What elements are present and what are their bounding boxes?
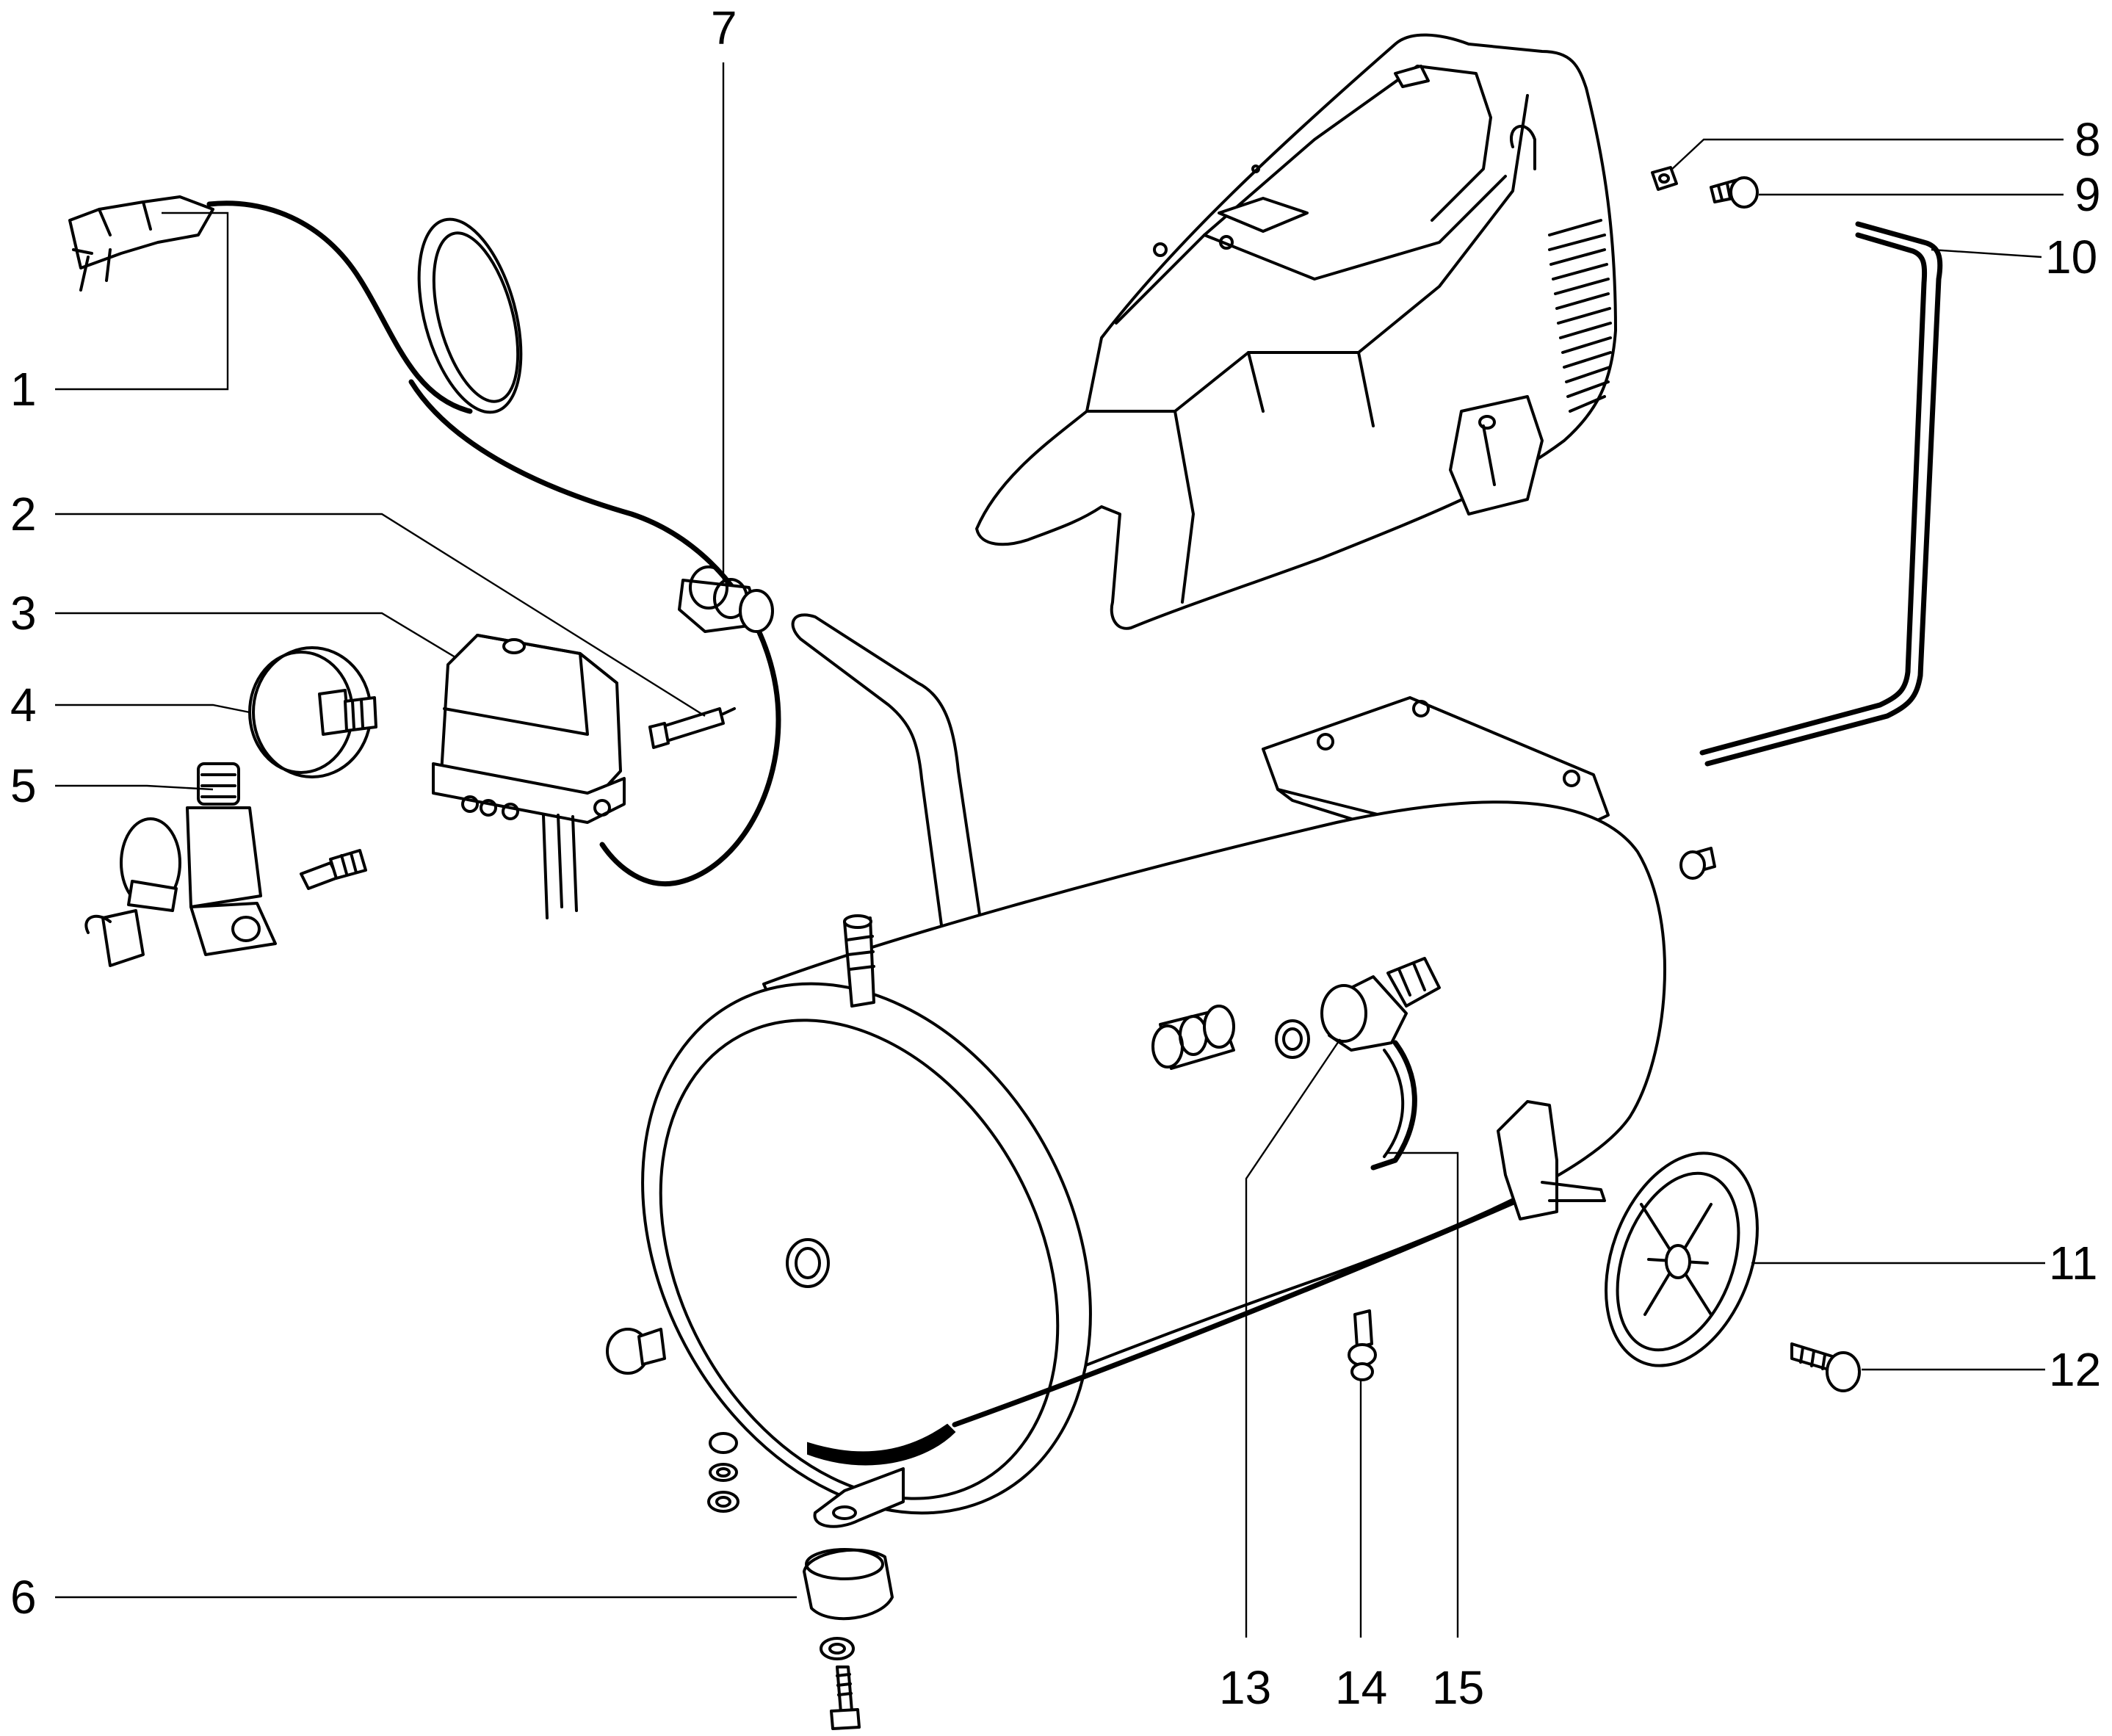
leader-2 [55, 513, 706, 717]
cable-gland-lower [1151, 1005, 1235, 1070]
wheel-axle-rod [1699, 221, 1943, 767]
nut-8 [1651, 166, 1678, 191]
tank-plug [1679, 847, 1716, 880]
air-tank [641, 800, 1666, 1528]
compressor-cover [975, 33, 1617, 630]
callout-15: 15 [1432, 1661, 1484, 1714]
screw-9 [1710, 176, 1759, 209]
callout-10: 10 [2045, 231, 2097, 283]
pressure-switch [432, 634, 626, 919]
leader-13 [1245, 1038, 1341, 1638]
leader-8 [1670, 138, 2064, 171]
quick-coupling [300, 849, 367, 890]
leader-3 [55, 612, 456, 659]
leader-15 [1388, 1151, 1459, 1638]
callout-3: 3 [10, 587, 37, 640]
callout-4: 4 [10, 679, 37, 731]
callout-11: 11 [2049, 1237, 2097, 1290]
callout-5: 5 [10, 759, 37, 812]
power-cord-with-plug [68, 195, 781, 887]
callout-14: 14 [1335, 1661, 1387, 1714]
cable-gland-upper [678, 565, 774, 633]
washers-and-nuts [707, 1432, 739, 1513]
callout-6: 6 [10, 1571, 37, 1624]
callout-12: 12 [2049, 1343, 2101, 1396]
leader-lines [55, 62, 2064, 1638]
drain-plug [606, 1328, 666, 1375]
drain-valve [1348, 1309, 1377, 1381]
leader-4 [55, 704, 250, 714]
leader-10 [1931, 248, 2042, 258]
wheel [1605, 1151, 1759, 1367]
rubber-foot [803, 1548, 894, 1730]
callout-9: 9 [2075, 168, 2101, 221]
leader-5 [55, 784, 214, 791]
wheel-screw [1790, 1342, 1861, 1392]
callout-labels: 1 2 3 4 5 6 7 8 9 10 11 12 13 14 15 [10, 1, 2101, 1714]
callout-7: 7 [711, 1, 737, 54]
valve-pin [648, 707, 736, 749]
pressure-regulator [84, 762, 277, 967]
callout-13: 13 [1219, 1661, 1271, 1714]
callout-1: 1 [10, 363, 37, 416]
pressure-gauge [248, 646, 377, 778]
callout-8: 8 [2075, 113, 2101, 166]
check-valve-tee [1275, 957, 1441, 1171]
leader-1 [55, 211, 229, 391]
callout-2: 2 [10, 488, 37, 540]
